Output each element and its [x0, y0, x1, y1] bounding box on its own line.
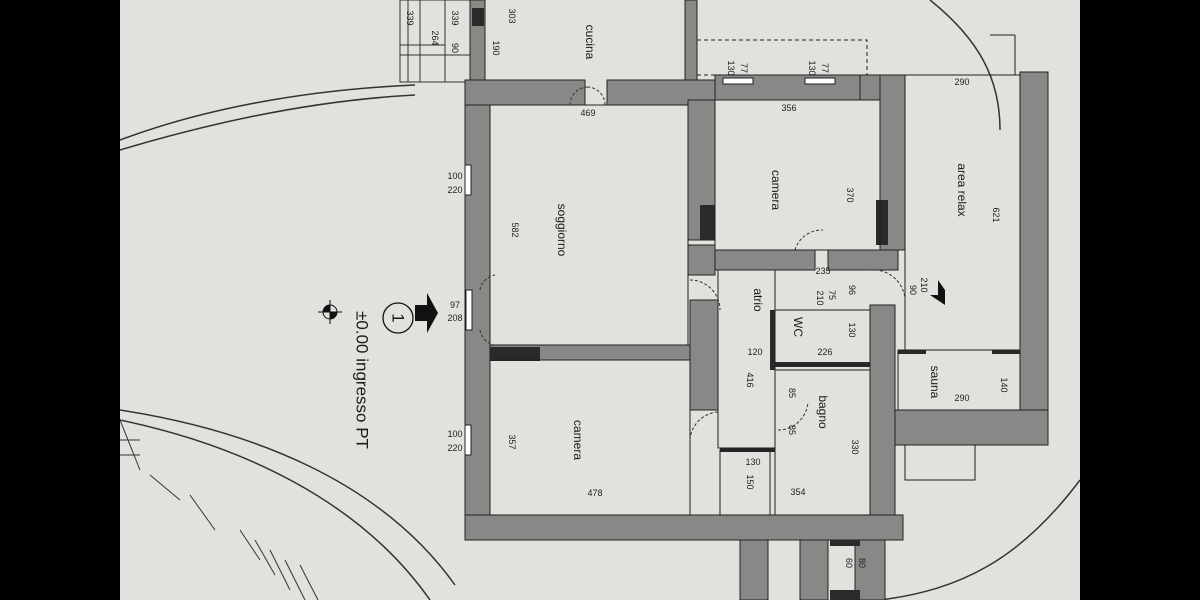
room-label-area-relax: area relax: [955, 163, 969, 216]
dimension-label: 80: [857, 558, 867, 568]
dimension-label: 90: [450, 43, 460, 53]
dimension-label: 60: [844, 558, 854, 568]
room-label-soggiorno: soggiorno: [555, 204, 569, 257]
dimension-label: 130: [847, 322, 857, 337]
entrance-arrow-icon: [415, 280, 945, 333]
dimension-label: 96: [847, 285, 857, 295]
dimension-label: 469: [580, 108, 595, 118]
dimension-label: 97: [450, 300, 460, 310]
room-label-camera-2: camera: [571, 420, 585, 460]
entrance-marker-circle: [382, 302, 414, 334]
dimension-label: 75: [827, 290, 837, 300]
dimension-label: 150: [745, 474, 755, 489]
dimension-label: 130: [726, 60, 736, 75]
doors: [479, 86, 906, 441]
dimension-label: 210: [815, 290, 825, 305]
room-label-sauna: sauna: [928, 366, 942, 399]
dimension-label: 208: [447, 313, 462, 323]
dimension-label: 478: [587, 488, 602, 498]
dimension-label: 339: [405, 10, 415, 25]
dimension-label: 357: [507, 434, 517, 449]
dimension-label: 290: [954, 77, 969, 87]
landscape-lines: [119, 0, 1081, 600]
entrance-marker-number: 1: [389, 313, 408, 322]
dimension-label: 416: [745, 372, 755, 387]
dimension-label: 290: [954, 393, 969, 403]
level-datum-icon: [318, 300, 342, 324]
dimension-label: 220: [447, 185, 462, 195]
dimension-label: 100: [447, 171, 462, 181]
dimension-label: 190: [491, 40, 501, 55]
room-label-camera-1: camera: [769, 170, 783, 210]
level-label: ±0.00 ingresso PT: [353, 311, 372, 449]
windows: [464, 77, 836, 456]
dimension-label: 90: [908, 285, 918, 295]
dimension-label: 582: [510, 222, 520, 237]
dimension-label: 77: [820, 63, 830, 73]
dimension-label: 235: [815, 266, 830, 276]
dimension-label: 210: [919, 277, 929, 292]
exterior-steps: [119, 419, 319, 600]
dimension-label: 100: [447, 429, 462, 439]
dimension-label: 303: [507, 8, 517, 23]
dimension-label: 339: [450, 10, 460, 25]
dimension-label: 130: [807, 60, 817, 75]
dimension-label: 130: [745, 457, 760, 467]
room-outlines: [489, 34, 1021, 516]
room-label-atrio: atrio: [751, 288, 765, 312]
dimension-label: 354: [790, 487, 805, 497]
room-label-cucina: cucina: [583, 25, 597, 60]
dimension-label: 85: [787, 388, 797, 398]
dimension-label: 356: [781, 103, 796, 113]
dimension-label: 77: [739, 63, 749, 73]
dimension-label: 140: [999, 377, 1009, 392]
room-label-wc: WC: [791, 317, 805, 337]
dimension-label: 85: [787, 425, 797, 435]
dimension-label: 330: [850, 439, 860, 454]
dimension-label: 120: [747, 347, 762, 357]
dimension-label: 220: [447, 443, 462, 453]
dimension-label: 370: [845, 187, 855, 202]
paper-background: [120, 0, 1080, 600]
dimension-label: 226: [817, 347, 832, 357]
dimension-label: 264: [430, 30, 440, 45]
dimension-label: 621: [991, 207, 1001, 222]
room-label-bagno: bagno: [816, 395, 830, 429]
